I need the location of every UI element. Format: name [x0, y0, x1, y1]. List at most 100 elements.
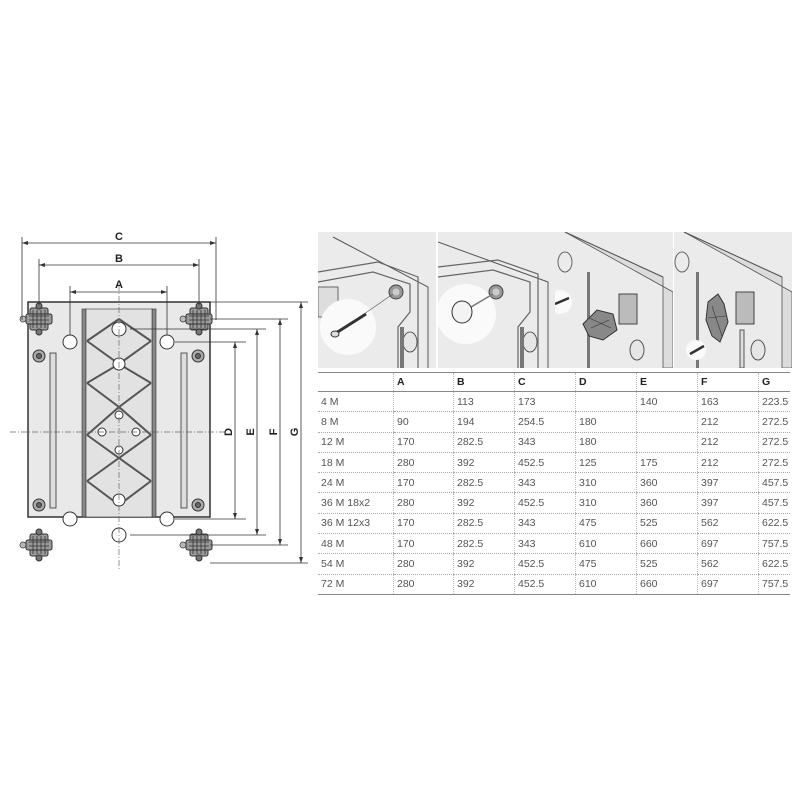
cell-d: 610	[575, 533, 637, 555]
cell-f: 397	[697, 492, 759, 514]
cell-f: 697	[697, 574, 759, 595]
table-header-row: A B C D E F G	[318, 372, 790, 392]
cell-c: 173	[514, 391, 576, 413]
photo-bracket-step-1	[555, 232, 673, 368]
cell-f: 562	[697, 553, 759, 575]
cell-a: 170	[393, 513, 454, 535]
cell-d: 310	[575, 492, 637, 514]
cell-model: 24 M	[318, 472, 394, 494]
cell-b: 282.5	[453, 432, 515, 453]
cell-a: 280	[393, 492, 454, 514]
header-g: G	[758, 372, 790, 392]
enclosure-technical-drawing: C B A D E F G	[10, 225, 310, 575]
cell-b: 392	[453, 574, 515, 595]
cell-g: 223.5	[758, 391, 790, 413]
cell-a: 170	[393, 472, 454, 494]
cell-a: 280	[393, 452, 454, 474]
cell-c: 343	[514, 432, 576, 453]
cell-model: 4 M	[318, 391, 394, 413]
cell-b: 392	[453, 492, 515, 514]
cell-b: 113	[453, 391, 515, 413]
dimension-label-e: E	[245, 428, 257, 435]
cell-e	[636, 432, 698, 453]
photo-cap-cover	[438, 232, 556, 368]
cell-c: 452.5	[514, 574, 576, 595]
cell-c: 254.5	[514, 411, 576, 433]
cell-model: 8 M	[318, 411, 394, 433]
cell-b: 392	[453, 553, 515, 575]
cell-g: 272.5	[758, 432, 790, 453]
cell-f: 163	[697, 391, 759, 413]
cell-e: 175	[636, 452, 698, 474]
cell-b: 392	[453, 452, 515, 474]
cell-d	[575, 391, 637, 413]
cell-c: 343	[514, 533, 576, 555]
dimension-label-a: A	[115, 279, 123, 291]
dimension-label-f: F	[268, 428, 280, 435]
header-e: E	[636, 372, 698, 392]
cell-g: 457.5	[758, 492, 790, 514]
cell-model: 12 M	[318, 432, 394, 453]
header-f: F	[697, 372, 759, 392]
cell-f: 397	[697, 472, 759, 494]
photo-screw-fixing	[318, 232, 436, 368]
cell-b: 282.5	[453, 513, 515, 535]
cell-e: 525	[636, 513, 698, 535]
header-c: C	[514, 372, 576, 392]
cell-d: 475	[575, 513, 637, 535]
cell-c: 452.5	[514, 553, 576, 575]
header-a: A	[393, 372, 454, 392]
cap-icon	[451, 300, 473, 324]
cell-e: 360	[636, 472, 698, 494]
cell-g: 757.5	[758, 533, 790, 555]
cell-model: 72 M	[318, 574, 394, 595]
cell-g: 757.5	[758, 574, 790, 595]
cell-b: 282.5	[453, 472, 515, 494]
cell-f: 212	[697, 452, 759, 474]
dimension-label-c: C	[115, 231, 123, 243]
cell-d: 180	[575, 432, 637, 453]
cell-g: 457.5	[758, 472, 790, 494]
cell-a: 170	[393, 533, 454, 555]
cell-d: 180	[575, 411, 637, 433]
screw-icon	[335, 312, 367, 335]
installation-steps	[318, 232, 792, 368]
header-b: B	[453, 372, 515, 392]
cell-e: 660	[636, 533, 698, 555]
cell-model: 36 M 12x3	[318, 513, 394, 535]
cell-d: 125	[575, 452, 637, 474]
cell-g: 622.5	[758, 553, 790, 575]
cell-f: 212	[697, 432, 759, 453]
cell-e: 360	[636, 492, 698, 514]
dimension-label-g: G	[289, 428, 301, 437]
cell-f: 562	[697, 513, 759, 535]
cell-a: 170	[393, 432, 454, 453]
cell-a: 90	[393, 411, 454, 433]
dimension-label-b: B	[115, 253, 123, 265]
cell-c: 343	[514, 513, 576, 535]
cell-e: 525	[636, 553, 698, 575]
cell-g: 272.5	[758, 452, 790, 474]
dimension-label-d: D	[223, 428, 235, 436]
header-d: D	[575, 372, 637, 392]
cell-b: 194	[453, 411, 515, 433]
bracket-icon	[582, 309, 618, 341]
cell-g: 272.5	[758, 411, 790, 433]
photo-bracket-step-2	[674, 232, 792, 368]
cell-e	[636, 411, 698, 433]
cell-d: 475	[575, 553, 637, 575]
cell-b: 282.5	[453, 533, 515, 555]
cell-model: 54 M	[318, 553, 394, 575]
header-model	[318, 372, 394, 392]
cell-c: 452.5	[514, 452, 576, 474]
cell-c: 343	[514, 472, 576, 494]
cell-g: 622.5	[758, 513, 790, 535]
